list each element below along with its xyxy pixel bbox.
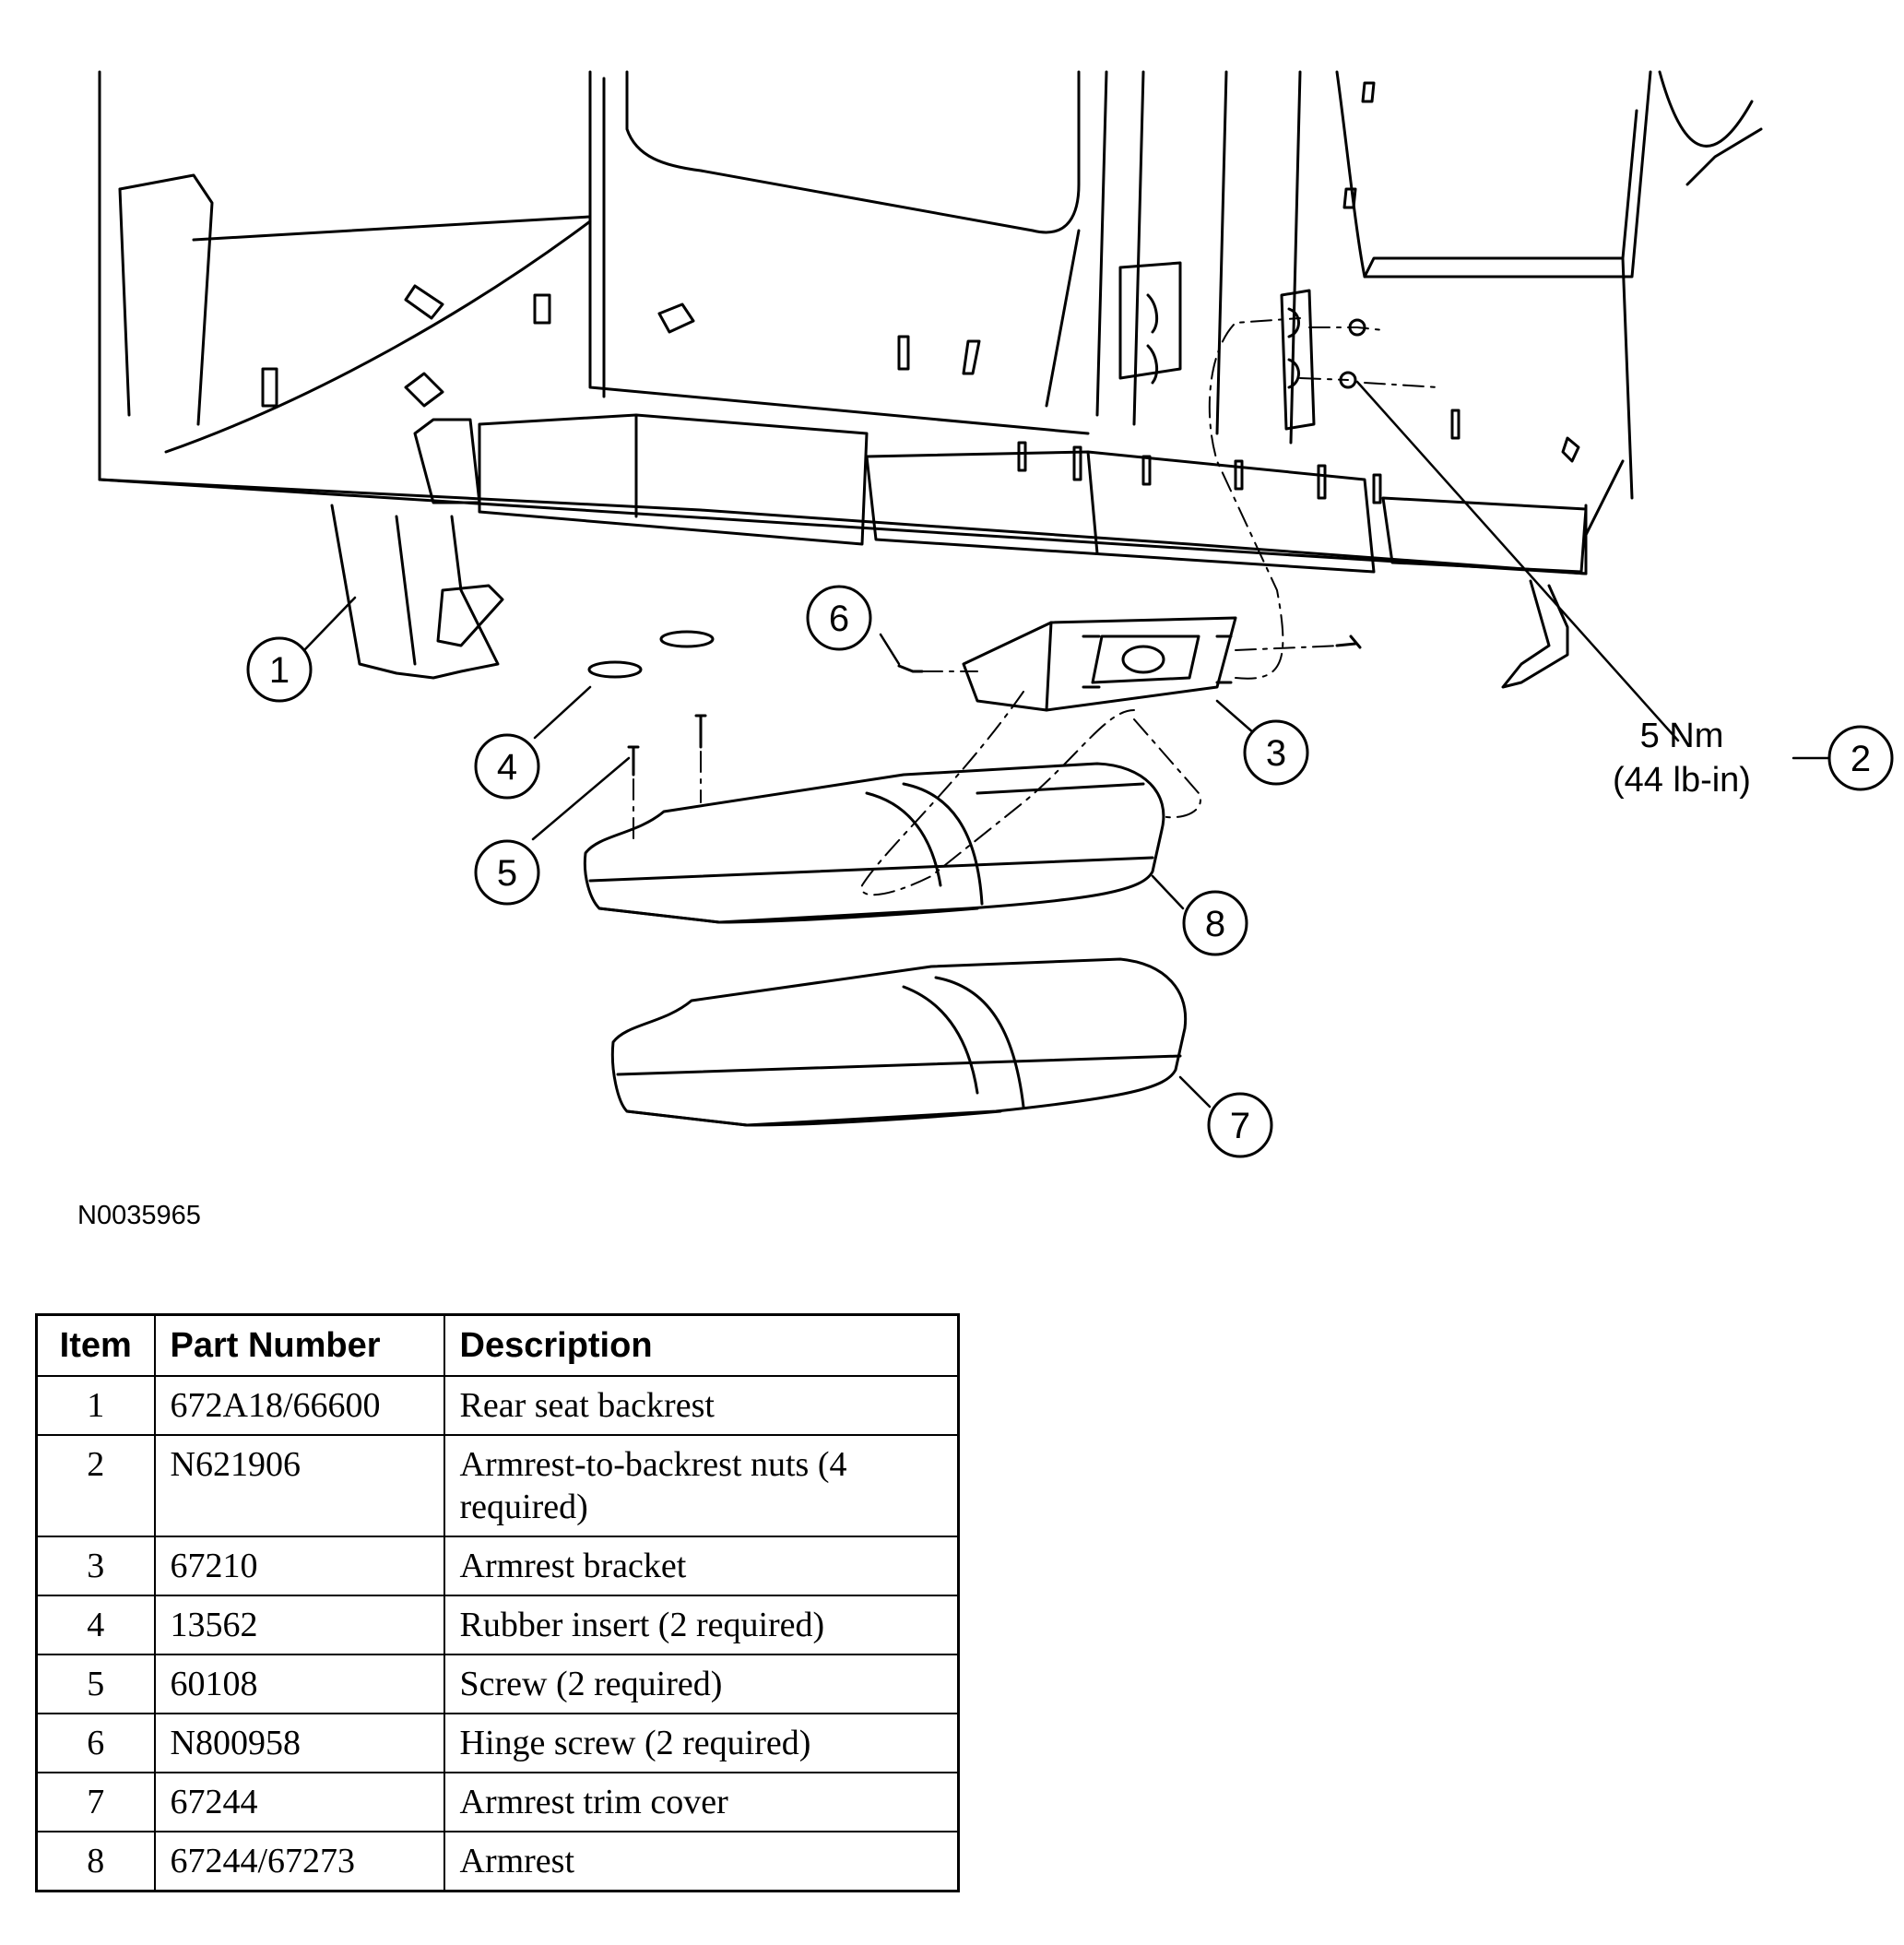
callout-3: 3 bbox=[1243, 719, 1309, 786]
hinge-screw-drawing bbox=[897, 664, 924, 673]
svg-text:3: 3 bbox=[1266, 733, 1286, 774]
table-row: 3 67210 Armrest bracket bbox=[35, 1536, 960, 1596]
callout-7: 7 bbox=[1207, 1092, 1273, 1158]
armrest-drawing bbox=[583, 762, 1165, 924]
leader-lines bbox=[302, 380, 1830, 1109]
cell-description: Armrest-to-backrest nuts (4 required) bbox=[443, 1434, 960, 1537]
rubber-insert-drawing bbox=[587, 660, 643, 679]
cell-item: 3 bbox=[35, 1536, 156, 1596]
cell-item: 2 bbox=[35, 1434, 156, 1537]
cell-item: 5 bbox=[35, 1654, 156, 1714]
svg-text:1: 1 bbox=[269, 650, 290, 691]
svg-text:5: 5 bbox=[497, 853, 517, 894]
cell-description: Armrest trim cover bbox=[443, 1772, 960, 1832]
column-header-part-number: Part Number bbox=[153, 1313, 445, 1377]
table-row: 7 67244 Armrest trim cover bbox=[35, 1772, 960, 1832]
table-row: 2 N621906 Armrest-to-backrest nuts (4 re… bbox=[35, 1434, 960, 1537]
callout-6: 6 bbox=[806, 585, 872, 651]
callout-8: 8 bbox=[1182, 890, 1248, 956]
screw-drawing bbox=[694, 714, 707, 749]
table-row: 1 672A18/66600 Rear seat backrest bbox=[35, 1375, 960, 1436]
armrest-bracket-drawing bbox=[962, 616, 1237, 712]
cell-part-number: N621906 bbox=[153, 1434, 445, 1537]
screw-drawing bbox=[627, 745, 640, 777]
column-header-item: Item bbox=[35, 1313, 156, 1377]
cell-description: Screw (2 required) bbox=[443, 1654, 960, 1714]
parts-table: Item Part Number Description 1 672A18/66… bbox=[35, 1313, 960, 1892]
svg-text:2: 2 bbox=[1851, 739, 1871, 779]
cell-item: 8 bbox=[35, 1831, 156, 1892]
cell-description: Rear seat backrest bbox=[443, 1375, 960, 1436]
table-header-row: Item Part Number Description bbox=[35, 1313, 960, 1377]
cell-item: 6 bbox=[35, 1713, 156, 1773]
callout-1: 1 bbox=[246, 636, 313, 703]
cell-part-number: 67210 bbox=[153, 1536, 445, 1596]
cell-description: Armrest bbox=[443, 1831, 960, 1892]
callout-2: 2 bbox=[1827, 725, 1894, 791]
cell-description: Armrest bracket bbox=[443, 1536, 960, 1596]
torque-spec-metric: 5 Nm bbox=[1640, 717, 1724, 755]
table-row: 4 13562 Rubber insert (2 required) bbox=[35, 1595, 960, 1655]
svg-text:7: 7 bbox=[1230, 1106, 1250, 1146]
svg-text:4: 4 bbox=[497, 747, 517, 788]
callout-4: 4 bbox=[474, 733, 540, 800]
cell-description: Hinge screw (2 required) bbox=[443, 1713, 960, 1773]
table-row: 5 60108 Screw (2 required) bbox=[35, 1654, 960, 1714]
svg-text:8: 8 bbox=[1205, 904, 1225, 944]
callout-5: 5 bbox=[474, 839, 540, 906]
table-row: 6 N800958 Hinge screw (2 required) bbox=[35, 1713, 960, 1773]
svg-text:6: 6 bbox=[829, 599, 849, 639]
armrest-trim-cover-drawing bbox=[610, 957, 1188, 1127]
cell-part-number: 60108 bbox=[153, 1654, 445, 1714]
rubber-insert-drawing bbox=[659, 630, 715, 648]
cell-part-number: 67244 bbox=[153, 1772, 445, 1832]
table-row: 8 67244/67273 Armrest bbox=[35, 1831, 960, 1892]
cell-part-number: N800958 bbox=[153, 1713, 445, 1773]
assembly-lines bbox=[633, 317, 1439, 896]
figure-id: N0035965 bbox=[77, 1201, 201, 1230]
cell-part-number: 13562 bbox=[153, 1595, 445, 1655]
exploded-view-diagram: 1 2 3 4 5 6 7 8 5 Nm (44 lb-in) bbox=[98, 70, 1894, 1158]
cell-part-number: 672A18/66600 bbox=[153, 1375, 445, 1436]
cell-item: 7 bbox=[35, 1772, 156, 1832]
cell-item: 4 bbox=[35, 1595, 156, 1655]
torque-spec-imperial: (44 lb-in) bbox=[1613, 761, 1751, 800]
column-header-description: Description bbox=[443, 1313, 960, 1377]
cell-part-number: 67244/67273 bbox=[153, 1831, 445, 1892]
cell-item: 1 bbox=[35, 1375, 156, 1436]
rear-seat-backrest-drawing bbox=[98, 70, 1763, 689]
cell-description: Rubber insert (2 required) bbox=[443, 1595, 960, 1655]
